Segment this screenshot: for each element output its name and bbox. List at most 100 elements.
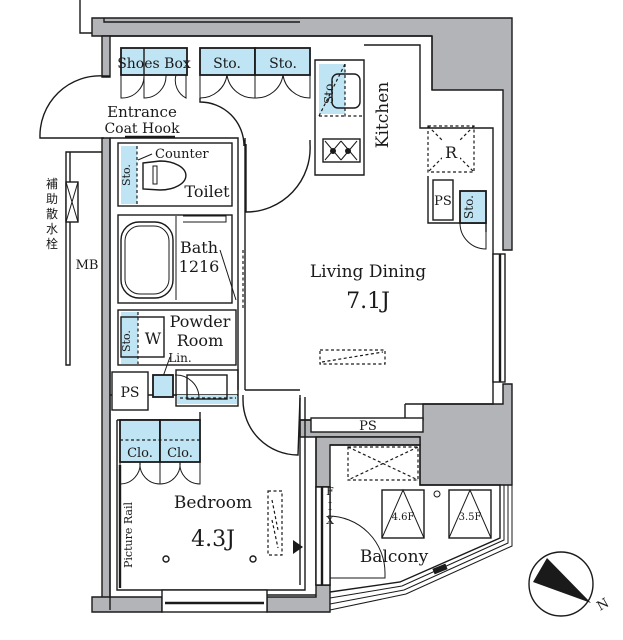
storage-1-label: Sto. — [213, 56, 241, 72]
balcony-outdoor-unit-space — [347, 446, 419, 481]
bedroom-ac-outline — [267, 490, 283, 556]
coat-hook-label: Coat Hook — [104, 121, 180, 137]
powder-storage-label: Sto. — [120, 330, 133, 352]
mb-label: MB — [76, 258, 99, 273]
balcony-label: Balcony — [360, 547, 429, 567]
vanity-outline — [175, 369, 239, 407]
light-fixture-2 — [249, 555, 257, 563]
balcony-outdoor-cross — [347, 446, 419, 481]
shoes-box[interactable] — [120, 47, 188, 76]
sprinkler-char-5: 栓 — [46, 236, 58, 251]
storage-2-label: Sto. — [269, 56, 297, 72]
entrance-door-swing — [39, 75, 110, 139]
ps-kitchen-label: PS — [434, 194, 452, 209]
living-dining-size: 7.1J — [346, 289, 390, 314]
vanity-door — [174, 374, 200, 399]
balcony-drain-point — [433, 490, 441, 498]
entry-arrow-icon — [293, 540, 303, 554]
toilet-label: Toilet — [184, 182, 230, 201]
wall-top-inner — [103, 18, 300, 23]
burner-2 — [345, 148, 351, 154]
fix-label-x: X — [326, 514, 334, 527]
sprinkler-cross — [65, 181, 79, 223]
living-dining-label: Living Dining — [310, 262, 426, 282]
bathtub-icon — [120, 221, 174, 299]
sto-living[interactable] — [459, 190, 487, 224]
fix-label-f: F — [326, 485, 334, 498]
wall-left-upper — [101, 35, 111, 78]
entrance-label: Entrance — [107, 103, 177, 121]
refrigerator-label-bg — [442, 140, 460, 160]
toilet-tank — [152, 165, 158, 185]
kitchen-label: Kitchen — [373, 82, 393, 148]
bath-partition — [175, 215, 227, 300]
bath-size-label: 1216 — [179, 257, 220, 276]
powder-room-label: Powder — [170, 312, 231, 331]
sprinkler-char-3: 散 — [46, 206, 58, 221]
bath-door-line — [219, 249, 237, 301]
kitchen-wall — [314, 44, 494, 250]
refrigerator-space — [427, 125, 475, 173]
aircon-1-label: 4.6F — [392, 512, 415, 523]
storage-doors — [199, 74, 311, 99]
counter-leader — [137, 153, 153, 161]
wall-right-lower — [299, 383, 513, 486]
powder-storage[interactable] — [121, 312, 138, 364]
closet-2-label: Clo. — [167, 446, 193, 461]
sprinkler-char-2: 助 — [46, 192, 58, 206]
wall-top-outline — [79, 0, 92, 34]
wall-bottom-right — [266, 584, 331, 613]
toilet-room — [117, 142, 233, 207]
balcony-outline — [329, 444, 501, 593]
powder-room — [117, 309, 237, 366]
linen-label: Lin. — [168, 351, 191, 365]
balcony-drain — [432, 563, 448, 575]
sprinkler-char-4: 水 — [46, 222, 58, 236]
ps-kitchen — [432, 179, 454, 221]
bath-label: Bath — [180, 238, 218, 257]
washer-label: W — [145, 329, 162, 348]
powder-room-label-2: Room — [177, 331, 223, 350]
closet-doors — [119, 461, 201, 485]
storage-1[interactable] — [199, 47, 256, 76]
picture-rail-label: Picture Rail — [122, 502, 135, 568]
ps-hall-label: PS — [120, 385, 139, 401]
closet-1-label: Clo. — [127, 446, 153, 461]
burner-1 — [330, 148, 336, 154]
shoes-box-label: Shoes Box — [117, 56, 191, 72]
balcony-door-swing — [327, 515, 386, 579]
bath-room — [117, 214, 233, 304]
living-door-swing — [245, 140, 311, 213]
compass-icon: N — [528, 551, 612, 617]
cooktop-burners — [324, 140, 358, 161]
light-fixture-1 — [162, 555, 170, 563]
ps-balcony — [310, 417, 424, 433]
linen-storage[interactable] — [152, 374, 174, 398]
toilet-icon — [142, 160, 187, 191]
counter-label: Counter — [155, 147, 209, 162]
balcony-rail — [329, 485, 513, 611]
sto-living-door — [459, 222, 487, 250]
shoes-box-doors — [120, 74, 187, 99]
compass-north-label: N — [595, 596, 612, 615]
wall-left-mid — [101, 137, 111, 611]
cooktop-icon — [322, 138, 361, 163]
aircon-2-label: 3.5F — [459, 512, 482, 523]
sink-icon — [331, 73, 361, 109]
kitchen-storage-label: Sto. — [322, 80, 336, 104]
wall-bottom-left — [91, 596, 163, 613]
sprinkler-char-1: 補 — [46, 177, 58, 191]
aircon-unit-2-mark — [448, 488, 492, 539]
bedroom-ac-lines — [271, 499, 279, 549]
ps-hall — [111, 371, 149, 411]
ceiling-vent — [319, 349, 386, 365]
hall-door-swing — [199, 98, 245, 147]
ps-balcony-label: PS — [359, 419, 377, 434]
sto-living-label: Sto. — [462, 195, 476, 219]
aircon-unit-1-mark — [381, 488, 425, 539]
bathtub-inner — [124, 225, 170, 295]
toilet-storage[interactable] — [121, 146, 137, 204]
toilet-storage-label: Sto. — [120, 164, 133, 186]
bedroom-window[interactable] — [161, 589, 268, 613]
